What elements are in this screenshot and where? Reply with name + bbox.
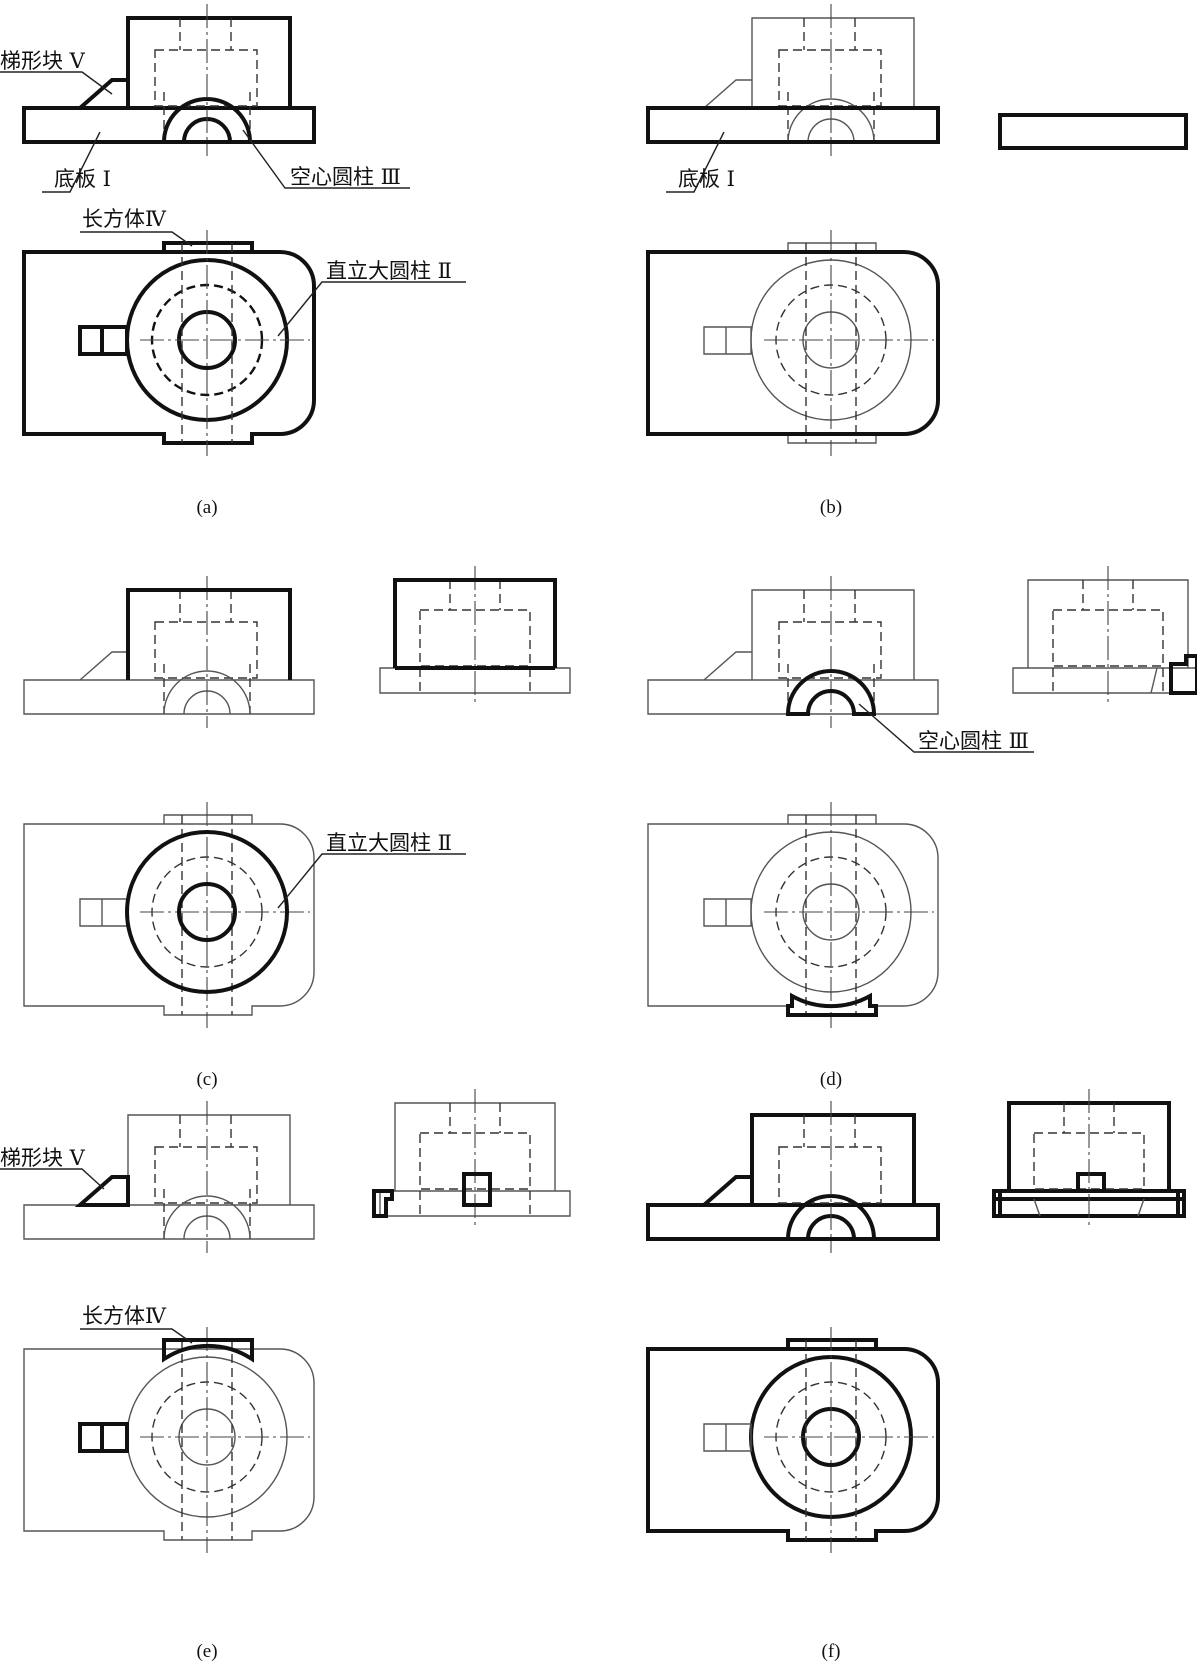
view-a: 梯形块 V 底板 I 空心圆柱 Ⅲ 长方体Ⅳ 直立大圆柱 Ⅱ (a) — [0, 4, 466, 518]
view-c: 直立大圆柱 Ⅱ (c) — [23, 575, 466, 1090]
label-base-plate-a: 底板 I — [54, 167, 111, 191]
top-view-d — [647, 801, 939, 1029]
side-view-d — [1012, 565, 1197, 706]
leader-cuboid-e — [80, 1328, 193, 1344]
label-trapezoid-block-a: 梯形块 V — [0, 49, 86, 73]
top-view-f — [646, 1327, 940, 1553]
front-view-e — [23, 1100, 315, 1254]
label-upright-cylinder-a: 直立大圆柱 Ⅱ — [326, 259, 452, 283]
leader-trapezoid-a — [0, 71, 113, 95]
leader-hollow-cylinder-a — [242, 129, 410, 189]
label-base-plate-b: 底板 I — [678, 167, 735, 191]
leader-upright-cylinder-c — [277, 853, 466, 909]
view-f: (f) — [646, 1101, 940, 1662]
caption-c: (c) — [196, 1069, 217, 1090]
front-view-b — [646, 3, 940, 157]
leader-trapezoid-e — [0, 1168, 105, 1190]
leader-base-plate-b — [666, 131, 725, 193]
side-view-c — [379, 565, 571, 706]
side-view-e — [372, 1088, 571, 1229]
label-cuboid-e: 长方体Ⅳ — [82, 1304, 167, 1328]
front-view-c — [23, 575, 315, 729]
label-hollow-cylinder-d: 空心圆柱 Ⅲ — [918, 729, 1029, 753]
label-hollow-cylinder-a: 空心圆柱 Ⅲ — [290, 165, 401, 189]
caption-a: (a) — [196, 497, 217, 518]
view-d: 空心圆柱 Ⅲ (d) — [647, 575, 1034, 1090]
caption-d: (d) — [820, 1069, 842, 1090]
top-view-a — [22, 230, 316, 456]
leader-cuboid-a — [80, 231, 193, 247]
label-trapezoid-block-e: 梯形块 V — [0, 1146, 86, 1170]
top-view-e — [23, 1326, 315, 1554]
view-e: 梯形块 V 长方体Ⅳ (e) — [0, 1100, 315, 1662]
caption-b: (b) — [820, 497, 842, 518]
leader-hollow-cylinder-d — [858, 703, 1034, 753]
side-view-f — [992, 1089, 1186, 1228]
front-view-f — [646, 1101, 940, 1253]
top-view-c — [23, 801, 315, 1029]
top-view-b — [646, 229, 940, 457]
caption-f: (f) — [822, 1641, 841, 1662]
label-upright-cylinder-c: 直立大圆柱 Ⅱ — [326, 831, 452, 855]
leader-upright-cylinder-a — [277, 281, 466, 337]
view-b: 底板 I (b) — [646, 3, 940, 518]
side-view-b — [998, 113, 1188, 150]
caption-e: (e) — [196, 1641, 217, 1662]
leader-base-plate-a — [42, 131, 101, 193]
label-cuboid-a: 长方体Ⅳ — [82, 207, 167, 231]
front-view-d — [647, 575, 939, 729]
front-view-a — [22, 4, 316, 156]
